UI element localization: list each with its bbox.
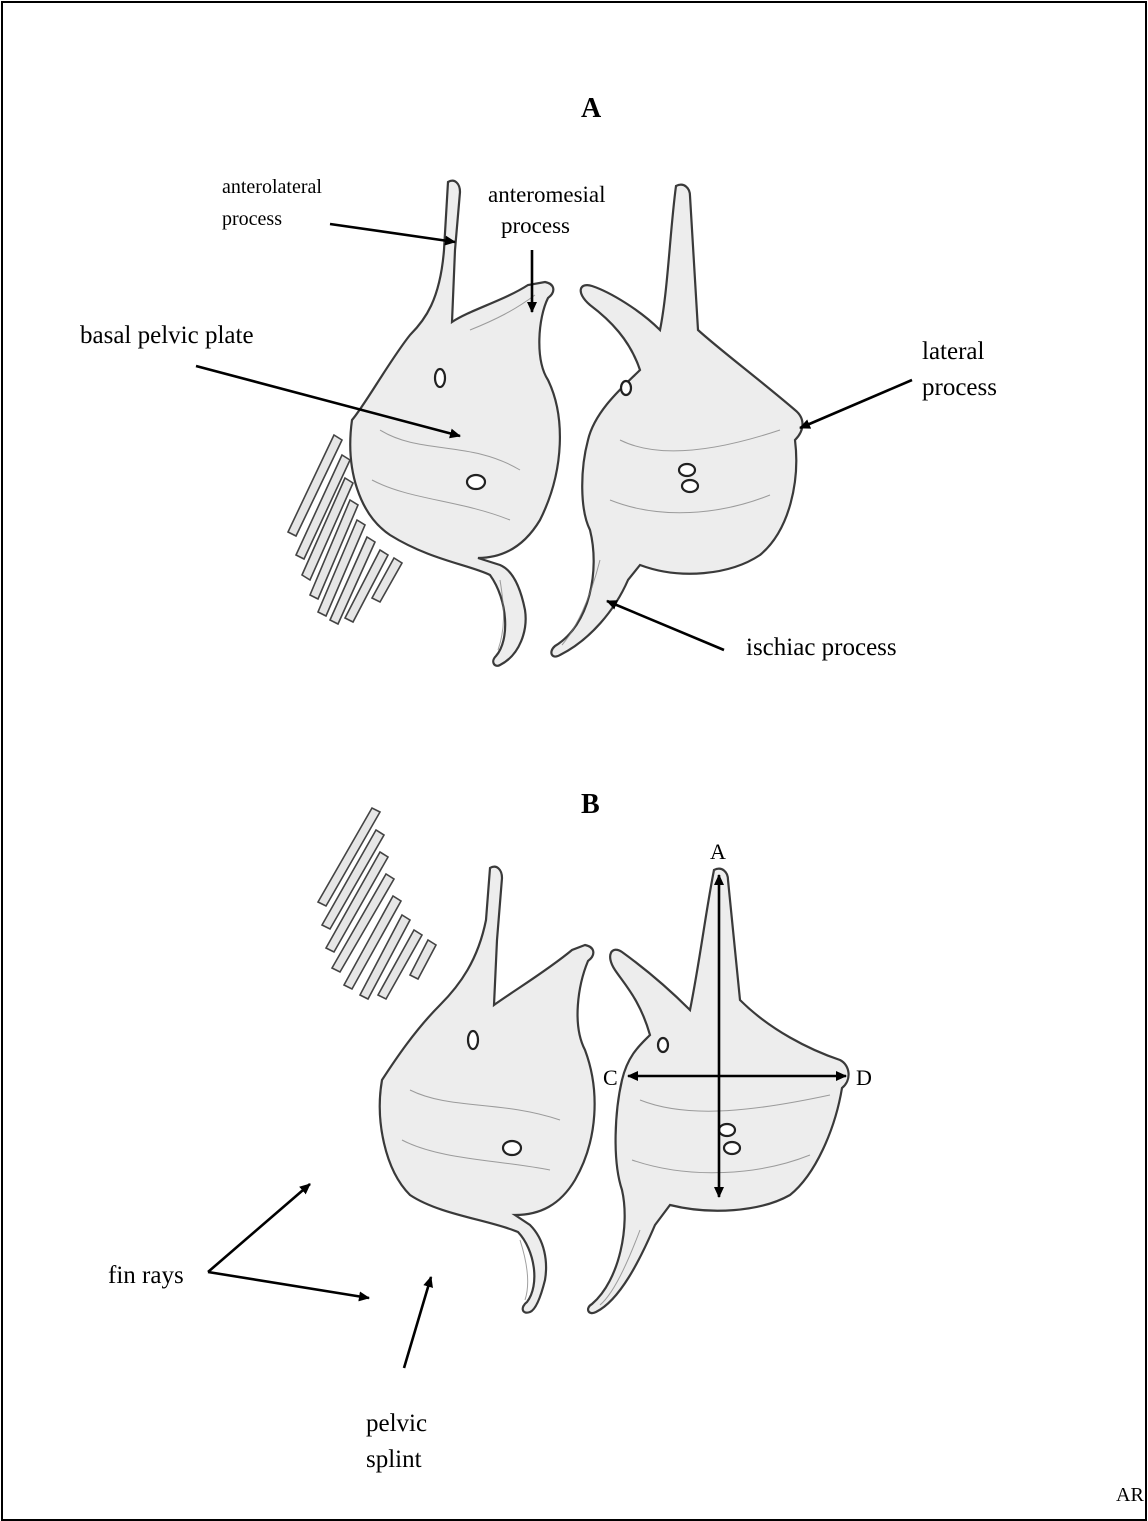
panel-a-illustration	[196, 181, 912, 666]
right-pelvic-bone-a	[551, 185, 802, 657]
arrow-pelvic-splint	[404, 1277, 431, 1368]
label-fin-rays: fin rays	[108, 1262, 184, 1290]
panel-a-letter: A	[581, 94, 601, 125]
arrow-fin-rays-2	[208, 1272, 369, 1298]
label-lateral-line2: process	[922, 374, 997, 402]
measurement-point-c: C	[603, 1066, 618, 1090]
panel-b-letter: B	[581, 790, 600, 821]
label-pelvic-splint-line1: pelvic	[366, 1410, 427, 1438]
arrow-ischiac-process	[607, 601, 724, 650]
label-pelvic-splint-line2: splint	[366, 1446, 422, 1474]
measurement-point-d: D	[856, 1066, 872, 1090]
label-anterolateral-line1: anterolateral	[222, 176, 322, 198]
measurement-point-a: A	[710, 840, 726, 864]
arrow-lateral-process	[800, 380, 912, 428]
label-anteromesial-line1: anteromesial	[488, 182, 606, 207]
panel-b-illustration	[208, 808, 849, 1368]
label-basal-pelvic-plate: basal pelvic plate	[80, 322, 254, 350]
label-anteromesial-line2: process	[501, 213, 570, 238]
author-credit: AR	[1116, 1484, 1144, 1506]
fin-rays-b	[318, 808, 436, 999]
arrow-anterolateral	[330, 224, 455, 242]
label-ischiac-process: ischiac process	[746, 634, 897, 662]
label-lateral-line1: lateral	[922, 338, 984, 366]
label-anterolateral-line2: process	[222, 208, 282, 230]
arrow-fin-rays-1	[208, 1184, 310, 1272]
